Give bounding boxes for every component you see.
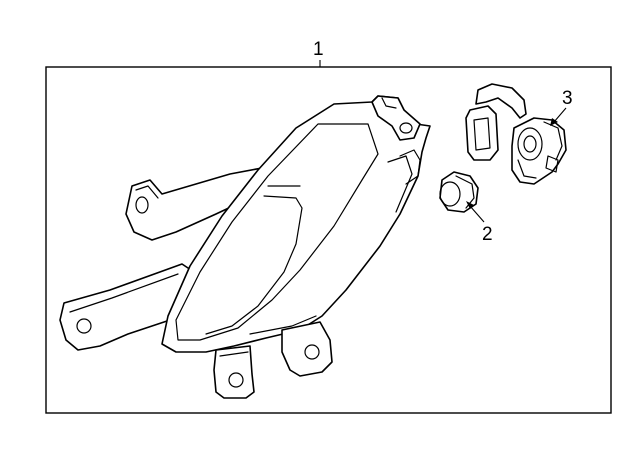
- callout-arrow-3: [550, 118, 558, 126]
- bulb-with-harness: [465, 83, 567, 185]
- callout-leader-3: [553, 107, 567, 123]
- bulb-base: [511, 117, 567, 185]
- fog-lamp-housing: [59, 95, 431, 399]
- top-mounting-tab: [371, 95, 421, 141]
- assembly-frame: [45, 66, 612, 414]
- connector-plug: [465, 105, 499, 161]
- lower-right-tab: [281, 321, 333, 377]
- callout-label-1: 1: [313, 39, 324, 60]
- lamp-lens: [175, 123, 379, 341]
- callout-leader-2: [469, 205, 485, 223]
- bottom-mounting-tab: [213, 345, 255, 399]
- callout-label-3: 3: [562, 88, 573, 109]
- bulb-socket-grommet: [439, 171, 479, 213]
- lamp-body: [161, 95, 431, 353]
- callout-label-2: 2: [482, 224, 493, 245]
- lower-mounting-arm: [59, 263, 201, 351]
- callout-arrow-2: [466, 201, 474, 209]
